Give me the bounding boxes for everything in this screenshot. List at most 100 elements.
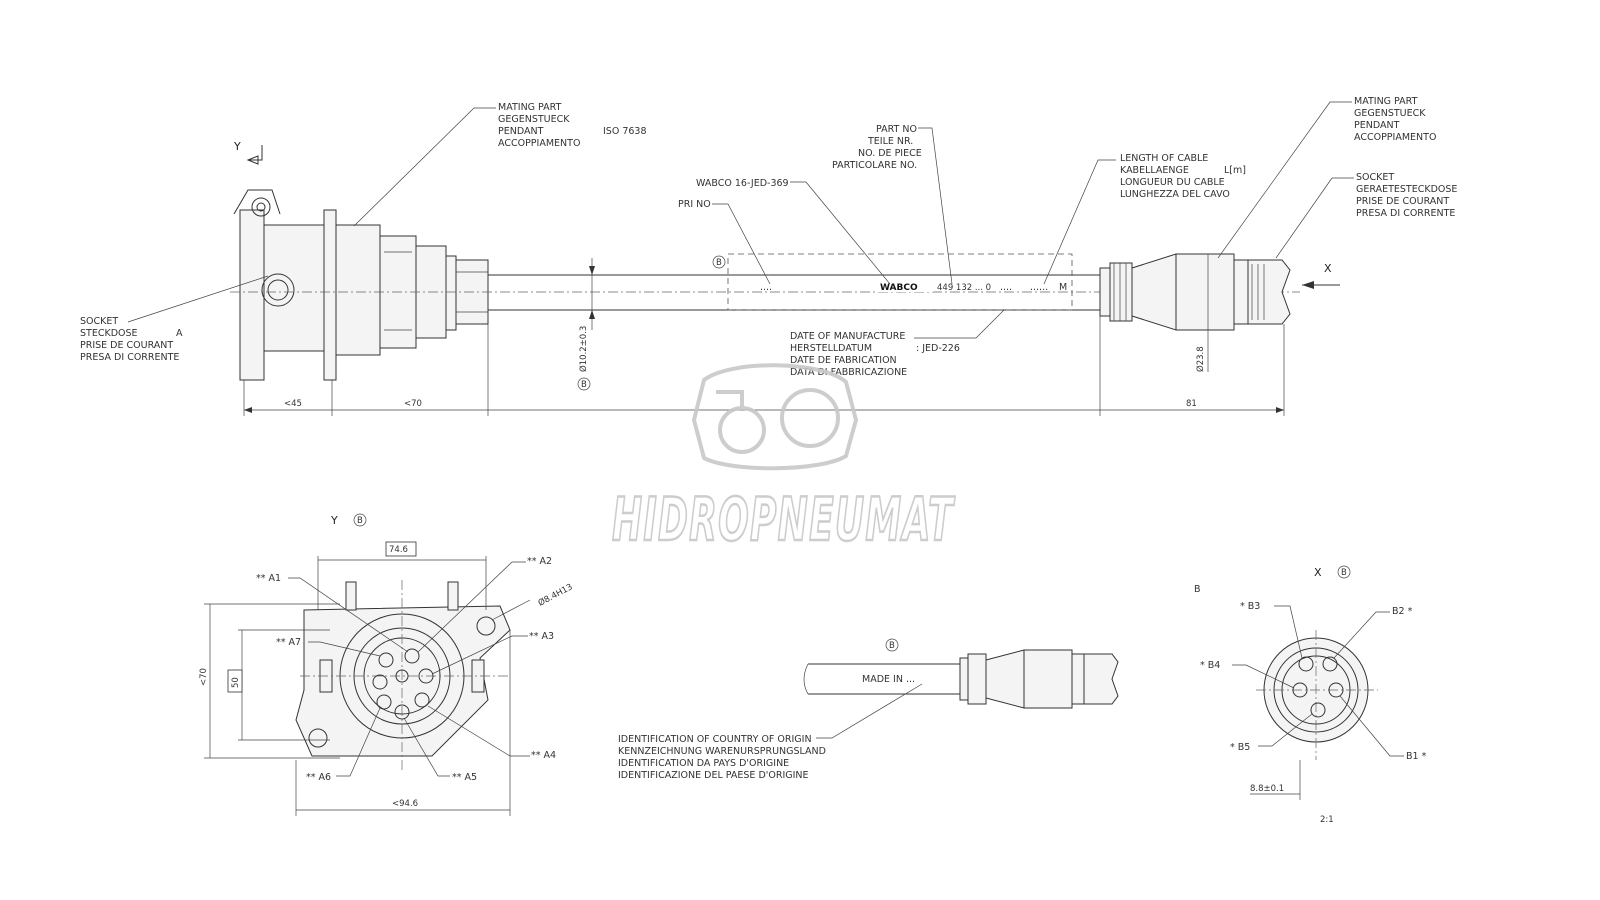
cable-diameter-label: Ø10.2±0.3 (578, 326, 589, 372)
pin-a6 (376, 694, 392, 710)
plug-diameter-label: Ø23.8 (1195, 346, 1206, 372)
dim-50: 50 (231, 677, 241, 688)
hole-label: Ø8.4H13 (536, 581, 574, 608)
main-dimensions: <45 <70 81 (243, 316, 1285, 416)
pin-b1 (1328, 682, 1344, 698)
origin-line-4: IDENTIFICAZIONE DEL PAESE D'ORIGINE (618, 770, 809, 781)
dim-946: <94.6 (392, 799, 418, 809)
svg-text:: JED-226: : JED-226 (916, 343, 960, 354)
svg-text:PARTICOLARE NO.: PARTICOLARE NO. (832, 160, 917, 171)
mount-hole-bottom (308, 728, 328, 748)
svg-text:PENDANT: PENDANT (1354, 120, 1400, 131)
svg-text:PRESA DI CORRENTE: PRESA DI CORRENTE (1356, 208, 1455, 219)
label-b2: B2 * (1392, 606, 1413, 617)
label-a4: ** A4 (531, 750, 556, 761)
pin-a3 (418, 668, 434, 684)
dim-746: 74.6 (389, 545, 408, 555)
mating-part-right-label: MATING PART GEGENSTUECK PENDANT ACCOPPIA… (1217, 96, 1436, 259)
mount-hole-top (476, 616, 496, 636)
svg-text:PRISE DE COURANT: PRISE DE COURANT (1356, 196, 1449, 207)
svg-text:LUNGHEZZA DEL CAVO: LUNGHEZZA DEL CAVO (1120, 189, 1230, 200)
svg-text:B: B (357, 516, 363, 526)
svg-text:STECKDOSE: STECKDOSE (80, 328, 138, 339)
dim-81: 81 (1186, 399, 1197, 409)
view-x-title: X (1314, 566, 1322, 579)
plug-b-body (1175, 253, 1235, 331)
svg-text:MATING PART: MATING PART (498, 102, 562, 113)
wabco-print: WABCO (880, 283, 918, 293)
label-b5: * B5 (1230, 742, 1250, 753)
svg-text:SOCKET: SOCKET (1356, 172, 1394, 183)
svg-text:PRESA DI CORRENTE: PRESA DI CORRENTE (80, 352, 179, 363)
scale-label: 2:1 (1320, 815, 1334, 825)
svg-text:DATE DE FABRICATION: DATE DE FABRICATION (790, 355, 897, 366)
view-y-title: Y (330, 514, 338, 527)
svg-text:GEGENSTUECK: GEGENSTUECK (498, 114, 570, 125)
view-x-marker: X (1324, 262, 1332, 275)
label-a5: ** A5 (452, 772, 477, 783)
svg-text:L[m]: L[m] (1224, 165, 1246, 176)
svg-text:LONGUEUR DU CABLE: LONGUEUR DU CABLE (1120, 177, 1225, 188)
label-b4: * B4 (1200, 660, 1220, 671)
wabco-ref-label: WABCO 16-JED-369 PRI NO (678, 178, 891, 285)
print-unit: M (1059, 282, 1067, 293)
origin-line-3: IDENTIFICATION DA PAYS D'ORIGINE (618, 758, 789, 769)
socket-a-label: SOCKET STECKDOSE PRISE DE COURANT PRESA … (80, 275, 269, 363)
svg-text:PART NO: PART NO (876, 124, 917, 135)
cable-length-label: LENGTH OF CABLE KABELLAENGE LONGUEUR DU … (1043, 153, 1246, 285)
origin-line-1: IDENTIFICATION OF COUNTRY OF ORIGIN (618, 734, 812, 745)
svg-text:ACCOPPIAMENTO: ACCOPPIAMENTO (498, 138, 580, 149)
dim-70: <70 (404, 399, 422, 409)
svg-text:SOCKET: SOCKET (80, 316, 118, 327)
detail-made-in: B MADE IN ... IDENTIFICATION OF COUNTRY … (618, 638, 1119, 781)
label-a2: ** A2 (527, 556, 552, 567)
svg-text:GEGENSTUECK: GEGENSTUECK (1354, 108, 1426, 119)
pri-no-label: PRI NO (678, 199, 711, 210)
pin-b5 (1310, 702, 1326, 718)
print-dots-right: ...... (1030, 282, 1048, 293)
socket-a-flange (239, 209, 265, 381)
view-x-corner: B (1194, 584, 1201, 595)
cable-print-box (727, 253, 1073, 311)
svg-text:DATA DI FABBRICAZIONE: DATA DI FABBRICAZIONE (790, 367, 907, 378)
svg-text:PENDANT: PENDANT (498, 126, 544, 137)
label-b1: B1 * (1406, 751, 1427, 762)
watermark: HIDROPNEUMAT (611, 363, 955, 556)
pins-a (372, 648, 434, 720)
watermark-text: HIDROPNEUMAT (612, 485, 955, 555)
socket-b-label: SOCKET GERAETESTECKDOSE PRISE DE COURANT… (1275, 172, 1457, 259)
label-a1: ** A1 (256, 573, 281, 584)
label-b3: * B3 (1240, 601, 1260, 612)
pin-a6b (372, 674, 388, 690)
pin-b4 (1292, 682, 1308, 698)
dim-70v: <70 (199, 668, 209, 686)
svg-text:HERSTELLDATUM: HERSTELLDATUM (790, 343, 872, 354)
svg-text:PRISE DE COURANT: PRISE DE COURANT (80, 340, 173, 351)
pin-a4 (414, 692, 430, 708)
pin-b2 (1322, 656, 1338, 672)
plug-b-tip (1247, 259, 1291, 325)
label-a7: ** A7 (276, 637, 301, 648)
svg-text:A: A (176, 328, 183, 339)
plug-b-nut (1109, 262, 1133, 322)
b-marker-2: B (581, 380, 587, 390)
view-y: Y B 74.6 (199, 513, 574, 816)
svg-text:LENGTH OF CABLE: LENGTH OF CABLE (1120, 153, 1208, 164)
main-side-view: Y .... WABCO 449 132 ... 0 .... ...... (80, 96, 1457, 416)
pin-b3 (1298, 656, 1314, 672)
made-in-label: MADE IN ... (862, 674, 915, 685)
dim-88: 8.8±0.1 (1250, 784, 1284, 794)
socket-a-lock (261, 273, 295, 307)
socket-a-housing (335, 224, 381, 356)
svg-text:GERAETESTECKDOSE: GERAETESTECKDOSE (1356, 184, 1457, 195)
date-label: DATE OF MANUFACTURE HERSTELLDATUM DATE D… (790, 309, 1005, 378)
watermark-logo-icon (691, 363, 859, 471)
pin-a1 (404, 648, 420, 664)
pin-center (395, 669, 409, 683)
pin-a5 (394, 704, 410, 720)
part-no-label: PART NO TEILE NR. NO. DE PIECE PARTICOLA… (832, 124, 953, 285)
view-x: X B B * B3 B2 * * B4 * B5 B1 * 8.8±0.1 2… (1194, 565, 1427, 825)
pin-a7 (378, 652, 394, 668)
mating-part-left-label: MATING PART GEGENSTUECK PENDANT ACCOPPIA… (353, 102, 647, 227)
